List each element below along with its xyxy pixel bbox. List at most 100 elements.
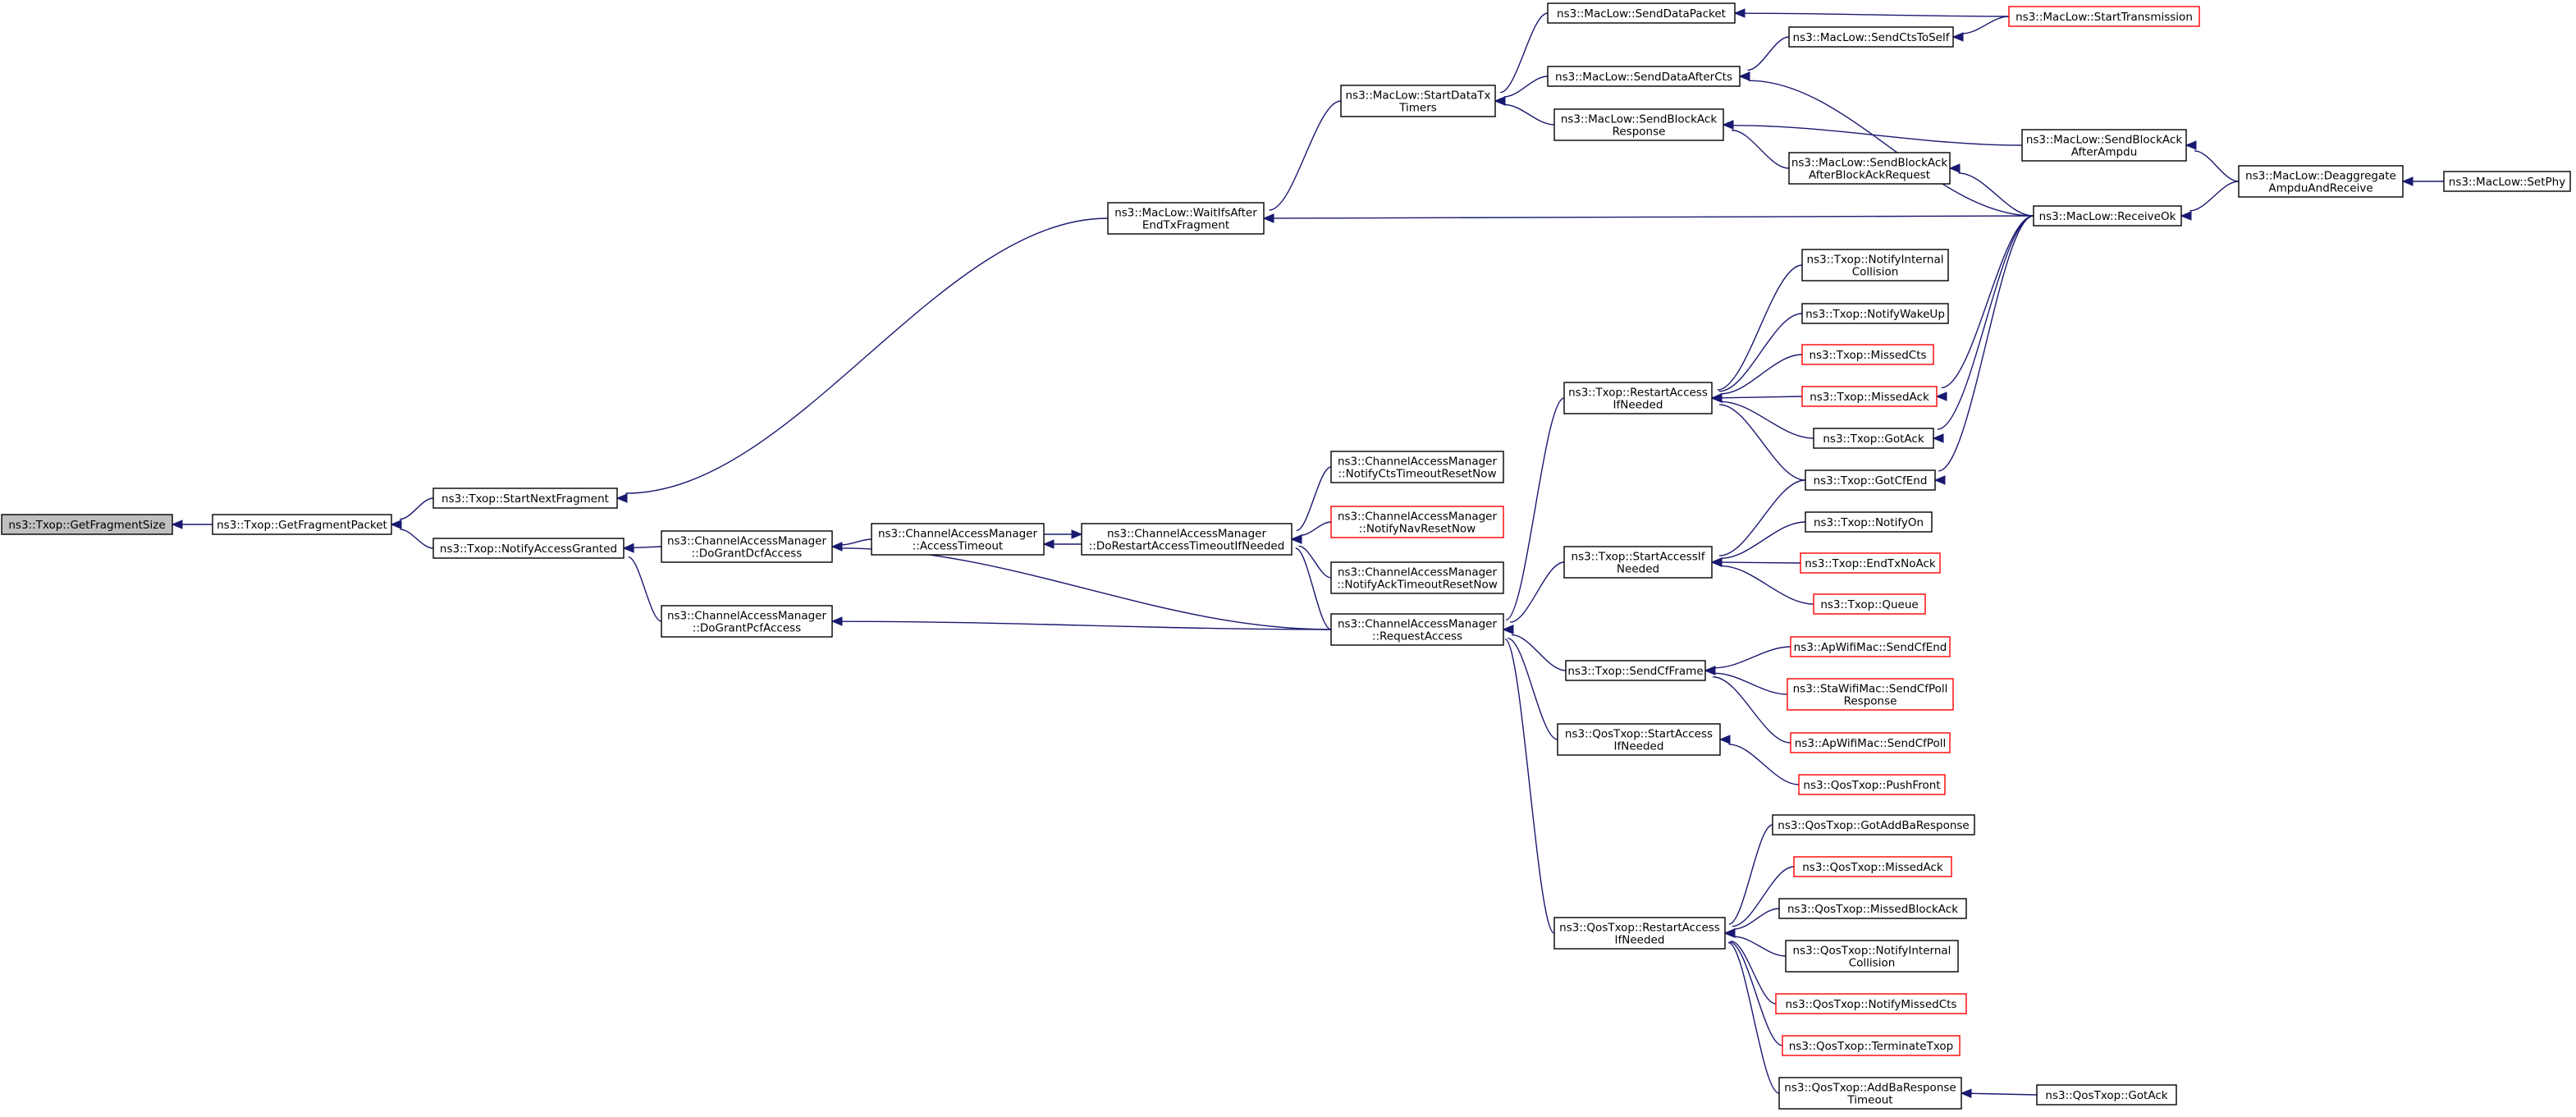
- edge-starttransmission-to-senddatapacket: [1733, 8, 2010, 18]
- edge-qosnotifymissedcts-to-qosrestartaccess: [1723, 928, 1777, 1005]
- edge-deaggregate-to-sendblockackafterampdu: [2185, 140, 2240, 182]
- node-apsendcfpoll[interactable]: ns3::ApWifiMac::SendCfPoll: [1790, 732, 1951, 753]
- edge-line: [1721, 521, 1806, 559]
- node-gotcfend[interactable]: ns3::Txop::GotCfEnd: [1805, 469, 1936, 491]
- edge-line: [1509, 561, 1565, 623]
- node-senddatapacket[interactable]: ns3::MacLow::SendDataPacket: [1547, 2, 1736, 24]
- node-box: [1790, 636, 1951, 657]
- node-box: [1778, 898, 1967, 919]
- node-qosmissedack[interactable]: ns3::QosTxop::MissedAck: [1793, 856, 1952, 877]
- edge-arrowhead: [1738, 71, 1750, 81]
- edge-line: [1731, 129, 1790, 169]
- node-qosgotaddba[interactable]: ns3::QosTxop::GotAddBaResponse: [1772, 814, 1975, 835]
- edge-arrowhead: [830, 542, 843, 552]
- node-getfragpacket[interactable]: ns3::Txop::GetFragmentPacket: [212, 514, 392, 535]
- node-box: [1793, 856, 1952, 877]
- node-qosnotifymissedcts[interactable]: ns3::QosTxop::NotifyMissedCts: [1775, 993, 1967, 1014]
- node-box: [1553, 108, 1724, 141]
- node-dorestart[interactable]: ns3::ChannelAccessManager::DoRestartAcce…: [1081, 523, 1293, 556]
- node-box: [1, 514, 173, 535]
- node-notifyacktimeout[interactable]: ns3::ChannelAccessManager::NotifyAckTime…: [1330, 561, 1504, 594]
- edge-qosrestartaccess-to-requestaccess: [1502, 625, 1555, 934]
- node-setphy[interactable]: ns3::MacLow::SetPhy: [2443, 171, 2571, 192]
- node-label: ns3::Txop::NotifyOn: [1814, 516, 1924, 529]
- node-notifyctstimeout[interactable]: ns3::ChannelAccessManager::NotifyCtsTime…: [1330, 451, 1504, 483]
- node-sendctstoself[interactable]: ns3::MacLow::SendCtsToSelf: [1788, 26, 1954, 48]
- node-qosterminate[interactable]: ns3::QosTxop::TerminateTxop: [1782, 1035, 1961, 1056]
- node-queue[interactable]: ns3::Txop::Queue: [1813, 593, 1926, 615]
- node-endtxnoack[interactable]: ns3::Txop::EndTxNoAck: [1800, 552, 1941, 574]
- node-label: ::RequestAccess: [1372, 630, 1462, 643]
- node-label: ::DoGrantDcfAccess: [692, 547, 803, 561]
- node-box: [1788, 26, 1954, 48]
- edge-line: [2189, 181, 2240, 212]
- node-label: ns3::MacLow::SendDataAfterCts: [1555, 71, 1732, 84]
- node-notifywakeup[interactable]: ns3::Txop::NotifyWakeUp: [1801, 303, 1949, 324]
- edge-line: [1938, 215, 2034, 472]
- node-notifyon[interactable]: ns3::Txop::NotifyOn: [1805, 511, 1933, 533]
- node-box: [661, 530, 833, 563]
- node-qospushfront[interactable]: ns3::QosTxop::PushFront: [1798, 774, 1946, 795]
- edge-line: [1748, 80, 2034, 217]
- node-notifyaccessgranted[interactable]: ns3::Txop::NotifyAccessGranted: [432, 538, 625, 559]
- node-sendblockackafterreq[interactable]: ns3::MacLow::SendBlockAckAfterBlockAckRe…: [1788, 152, 1951, 185]
- edge-starttransmission-to-sendctstoself: [1951, 16, 2010, 42]
- node-startnextfrag[interactable]: ns3::Txop::StartNextFragment: [432, 488, 618, 509]
- node-missedack[interactable]: ns3::Txop::MissedAck: [1801, 386, 1938, 407]
- node-box: [1553, 917, 1726, 950]
- node-label: ::NotifyNavResetNow: [1359, 523, 1476, 536]
- node-apsendcfend[interactable]: ns3::ApWifiMac::SendCfEnd: [1790, 636, 1951, 657]
- node-label: ns3::ApWifiMac::SendCfEnd: [1794, 641, 1947, 654]
- node-box: [1805, 469, 1936, 491]
- node-missedcts[interactable]: ns3::Txop::MissedCts: [1801, 344, 1934, 365]
- node-label: ns3::MacLow::SendBlockAck: [1561, 113, 1717, 126]
- node-label: ns3::MacLow::Deaggregate: [2245, 170, 2396, 183]
- node-notifynavreset[interactable]: ns3::ChannelAccessManager::NotifyNavRese…: [1330, 506, 1504, 538]
- edge-line: [841, 547, 1332, 630]
- edge-notifyon-to-startaccessif: [1710, 521, 1806, 567]
- node-label: ::NotifyCtsTimeoutResetNow: [1338, 468, 1496, 481]
- node-box: [1081, 523, 1293, 556]
- node-gotack[interactable]: ns3::Txop::GotAck: [1813, 428, 1934, 449]
- node-qosgotack[interactable]: ns3::QosTxop::GotAck: [2036, 1084, 2177, 1106]
- node-starttransmission[interactable]: ns3::MacLow::StartTransmission: [2008, 6, 2200, 27]
- node-accesstimeout[interactable]: ns3::ChannelAccessManager::AccessTimeout: [871, 523, 1045, 556]
- node-receiveok[interactable]: ns3::MacLow::ReceiveOk: [2033, 205, 2182, 227]
- node-senddataaftercts[interactable]: ns3::MacLow::SendDataAfterCts: [1547, 66, 1741, 87]
- node-label: ns3::ChannelAccessManager: [1107, 528, 1267, 541]
- edge-deaggregate-to-receiveok: [2180, 181, 2240, 221]
- node-requestaccess[interactable]: ns3::ChannelAccessManager::RequestAccess: [1330, 613, 1504, 646]
- node-label: ns3::Txop::Queue: [1820, 598, 1918, 611]
- node-box: [1563, 382, 1713, 414]
- node-label: ns3::Txop::EndTxNoAck: [1805, 557, 1936, 570]
- node-label: ns3::Txop::StartNextFragment: [442, 492, 609, 506]
- node-label: ns3::MacLow::SendDataPacket: [1557, 7, 1726, 21]
- node-sendcfframe[interactable]: ns3::Txop::SendCfFrame: [1565, 660, 1706, 681]
- edge-line: [1714, 646, 1791, 669]
- node-dograntpcf[interactable]: ns3::ChannelAccessManager::DoGrantPcfAcc…: [661, 605, 833, 638]
- edge-line: [1296, 466, 1332, 532]
- node-qosmissedblockack[interactable]: ns3::QosTxop::MissedBlockAck: [1778, 898, 1967, 919]
- node-label: ns3::Txop::NotifyWakeUp: [1805, 308, 1945, 321]
- edge-arrowhead: [2185, 140, 2197, 150]
- edge-line: [1941, 215, 2034, 389]
- node-dograntdcf[interactable]: ns3::ChannelAccessManager::DoGrantDcfAcc…: [661, 530, 833, 563]
- edge-line: [1721, 561, 1801, 564]
- node-label: ns3::QosTxop::NotifyMissedCts: [1786, 998, 1957, 1011]
- node-label: ns3::QosTxop::RestartAccess: [1559, 922, 1720, 935]
- node-getfragsize: ns3::Txop::GetFragmentSize: [1, 514, 173, 535]
- node-label: ns3::ChannelAccessManager: [1338, 455, 1498, 469]
